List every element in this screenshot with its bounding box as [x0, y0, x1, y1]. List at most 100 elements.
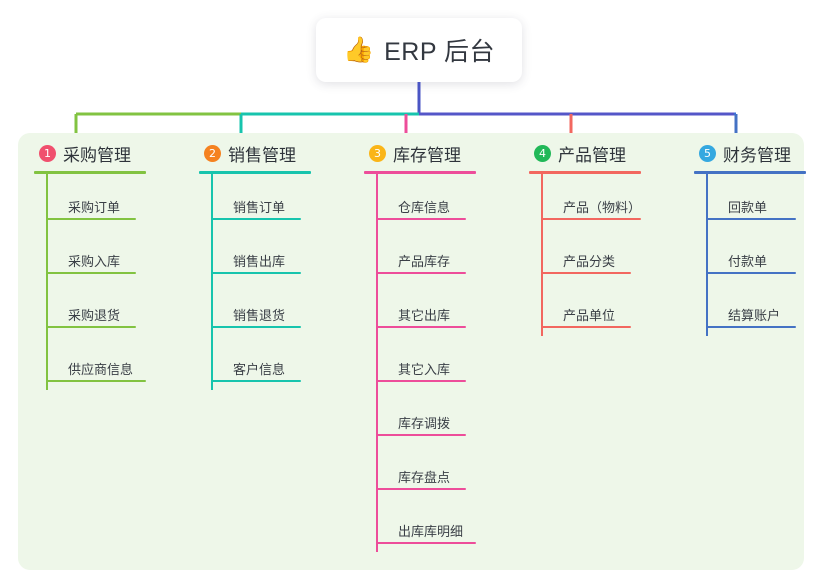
thumbs-up-icon: 👍	[342, 35, 375, 64]
branch-item[interactable]: 采购订单	[46, 174, 189, 228]
branch-underline	[34, 171, 146, 174]
branch-item[interactable]: 回款单	[706, 174, 839, 228]
branch-item-underline	[376, 488, 466, 490]
branch-header[interactable]: 4 产品管理	[529, 140, 684, 166]
branch-item[interactable]: 付款单	[706, 228, 839, 282]
branch-item[interactable]: 其它出库	[376, 282, 519, 336]
branch-item-underline	[211, 218, 301, 220]
branch-item[interactable]: 采购退货	[46, 282, 189, 336]
branch-item[interactable]: 供应商信息	[46, 336, 189, 390]
branch-item-underline	[706, 326, 796, 328]
branch-title: 财务管理	[723, 145, 791, 165]
branch-item-label: 结算账户	[728, 308, 781, 323]
branch-item-label: 回款单	[728, 200, 768, 215]
branch-spine	[376, 174, 378, 552]
branch-column-finance: 5 财务管理 回款单付款单结算账户	[694, 140, 839, 336]
branch-item-list: 销售订单销售出库销售退货客户信息	[199, 174, 354, 390]
branch-number-badge: 5	[699, 144, 716, 162]
branch-spine	[211, 174, 213, 390]
branch-item-label: 其它出库	[398, 308, 451, 323]
branch-number-badge: 3	[369, 144, 386, 162]
branch-item-label: 采购退货	[68, 308, 121, 323]
branch-item-underline	[46, 326, 136, 328]
branch-item-list: 产品（物料） 产品分类产品单位	[529, 174, 684, 336]
branch-underline	[529, 171, 641, 174]
branch-item[interactable]: 采购入库	[46, 228, 189, 282]
branch-column-product: 4 产品管理 产品（物料） 产品分类产品单位	[529, 140, 684, 336]
branch-item-label: 库存调拨	[398, 416, 451, 431]
branch-spine	[706, 174, 708, 336]
branch-spine	[541, 174, 543, 336]
branch-item-underline	[211, 326, 301, 328]
branch-item-label: 出库库明细	[398, 524, 464, 539]
branch-item-label: 客户信息	[233, 362, 286, 377]
branch-item-underline	[46, 218, 136, 220]
branch-item-underline	[541, 218, 641, 220]
branch-item-list: 仓库信息产品库存其它出库其它入库库存调拨库存盘点出库库明细	[364, 174, 519, 552]
branch-title: 库存管理	[393, 145, 461, 165]
branch-spine	[46, 174, 48, 390]
branch-item-label: 供应商信息	[68, 362, 134, 377]
branch-item[interactable]: 出库库明细	[376, 498, 519, 552]
branch-number-badge: 1	[39, 144, 56, 162]
branch-title: 销售管理	[228, 145, 296, 165]
branch-item[interactable]: 销售订单	[211, 174, 354, 228]
root-node-card[interactable]: 👍 ERP 后台	[316, 18, 522, 82]
branch-item[interactable]: 客户信息	[211, 336, 354, 390]
branch-title: 产品管理	[558, 145, 626, 165]
branch-item-label: 其它入库	[398, 362, 451, 377]
branch-item-underline	[46, 380, 146, 382]
branch-underline	[364, 171, 476, 174]
branch-item-label: 采购入库	[68, 254, 121, 269]
branch-item-label: 仓库信息	[398, 200, 451, 215]
branch-underline	[199, 171, 311, 174]
branch-number-badge: 4	[534, 144, 551, 162]
branch-item-underline	[46, 272, 136, 274]
branch-title: 采购管理	[63, 145, 131, 165]
branch-item[interactable]: 产品分类	[541, 228, 684, 282]
branch-item-label: 产品（物料）	[563, 200, 642, 215]
branch-item[interactable]: 结算账户	[706, 282, 839, 336]
branch-item-label: 销售退货	[233, 308, 286, 323]
root-node-title: ERP 后台	[384, 38, 496, 66]
branch-item[interactable]: 其它入库	[376, 336, 519, 390]
branch-item[interactable]: 仓库信息	[376, 174, 519, 228]
branch-item-label: 付款单	[728, 254, 768, 269]
branch-underline	[694, 171, 806, 174]
branch-item-underline	[706, 218, 796, 220]
branch-item-underline	[376, 326, 466, 328]
branch-item[interactable]: 产品单位	[541, 282, 684, 336]
branch-header[interactable]: 1 采购管理	[34, 140, 189, 166]
branch-item[interactable]: 产品（物料）	[541, 174, 684, 228]
branch-header[interactable]: 2 销售管理	[199, 140, 354, 166]
branch-item-label: 产品分类	[563, 254, 616, 269]
branch-item[interactable]: 产品库存	[376, 228, 519, 282]
branch-item-underline	[541, 272, 631, 274]
branch-item-underline	[541, 326, 631, 328]
branch-number-badge: 2	[204, 144, 221, 162]
branch-header[interactable]: 5 财务管理	[694, 140, 839, 166]
branch-item-label: 产品库存	[398, 254, 451, 269]
branch-item-label: 销售订单	[233, 200, 286, 215]
branch-item-underline	[376, 542, 476, 544]
branch-item-underline	[706, 272, 796, 274]
branch-item-label: 采购订单	[68, 200, 121, 215]
branch-item[interactable]: 库存盘点	[376, 444, 519, 498]
branch-item[interactable]: 销售出库	[211, 228, 354, 282]
branch-item[interactable]: 库存调拨	[376, 390, 519, 444]
branch-item-underline	[211, 380, 301, 382]
branches-panel	[18, 133, 804, 570]
branch-item-list: 采购订单采购入库采购退货供应商信息	[34, 174, 189, 390]
branch-item-list: 回款单付款单结算账户	[694, 174, 839, 336]
branch-item-underline	[376, 434, 466, 436]
branch-item-label: 销售出库	[233, 254, 286, 269]
branch-column-sales: 2 销售管理 销售订单销售出库销售退货客户信息	[199, 140, 354, 390]
branch-item-underline	[376, 218, 466, 220]
branch-column-inventory: 3 库存管理 仓库信息产品库存其它出库其它入库库存调拨库存盘点出库库明细	[364, 140, 519, 552]
branch-item[interactable]: 销售退货	[211, 282, 354, 336]
branch-item-underline	[211, 272, 301, 274]
branch-header[interactable]: 3 库存管理	[364, 140, 519, 166]
branch-item-label: 产品单位	[563, 308, 616, 323]
branch-item-underline	[376, 272, 466, 274]
